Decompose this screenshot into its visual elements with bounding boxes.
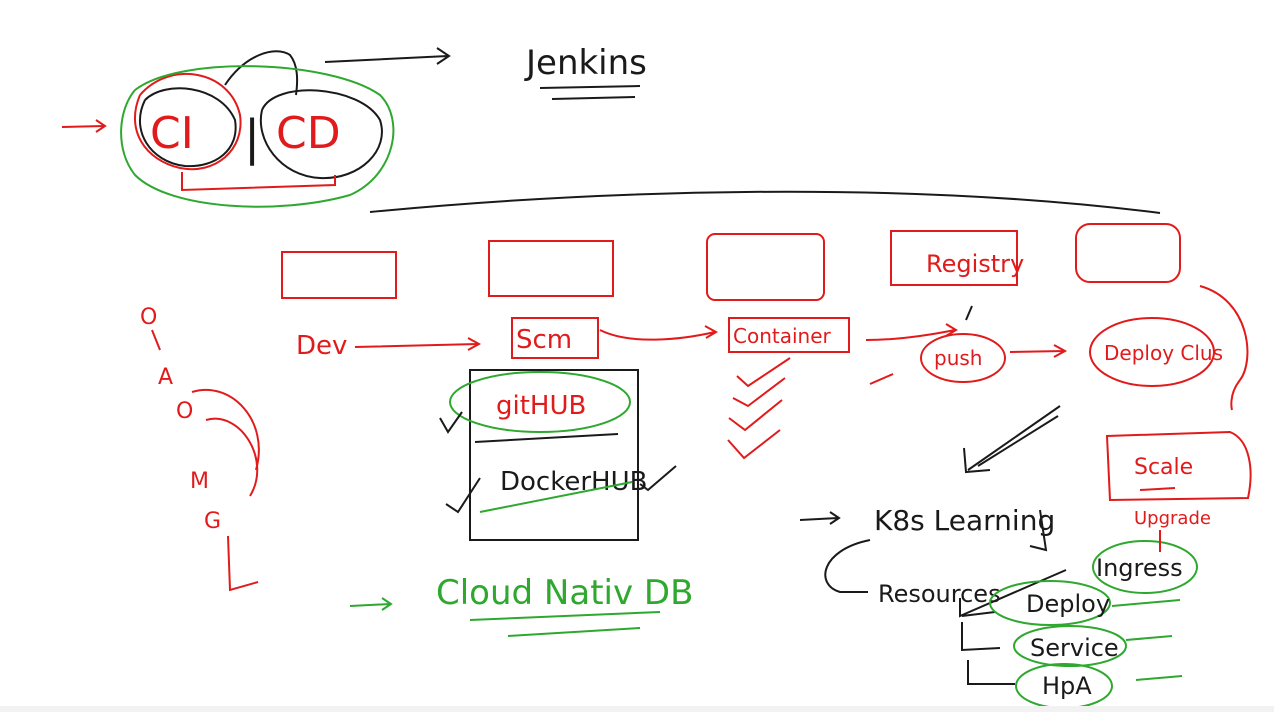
k8s-to-resources-curve	[824, 539, 871, 593]
k8s-right-tail	[1029, 509, 1048, 552]
jenkins-label: Jenkins	[524, 43, 647, 83]
scale-box	[1105, 430, 1252, 502]
upgrade-label: Upgrade	[1134, 508, 1211, 529]
k8s-item-hpa: HpA	[1042, 672, 1092, 700]
jenkins-underline-1	[539, 85, 641, 89]
registry-label: Registry	[926, 250, 1024, 278]
stage-box-1	[281, 251, 397, 299]
arrow-scm-container	[599, 325, 719, 341]
pipeline-boxes	[281, 223, 1181, 301]
pipeline-span-line	[369, 190, 1161, 214]
deploy-ellipse	[989, 580, 1111, 626]
deploy-cluster-label: Deploy Clus	[1104, 341, 1223, 365]
k8s-item-deploy: Deploy	[1026, 590, 1110, 618]
side-letter-4: G	[204, 509, 221, 534]
dockerhub-check-left	[445, 477, 481, 514]
ingress-ellipse	[1092, 540, 1198, 594]
resources-tree	[959, 569, 1067, 685]
arrow-container-push	[865, 323, 958, 341]
repo-box-group: gitHUB DockerHUB	[439, 369, 677, 541]
k8s-group: K8s Learning Resources Ingress Deploy Se…	[799, 405, 1198, 709]
scale-label: Scale	[1134, 455, 1193, 480]
repo-box	[469, 369, 639, 541]
ci-circle-red	[134, 73, 242, 171]
side-stroke-1	[151, 329, 161, 351]
stage-box-3	[706, 233, 825, 301]
dockerhub-underline	[479, 481, 633, 513]
k8s-item-service: Service	[1030, 634, 1119, 662]
deploy-cluster-ellipse	[1089, 317, 1215, 387]
registry-to-push-tick	[965, 305, 973, 321]
cloud-db-underline-2	[507, 627, 641, 637]
arrow-to-cloud-db	[349, 597, 393, 611]
stage-box-2	[488, 240, 614, 297]
scm-box	[511, 317, 599, 359]
cicd-red-bracket	[181, 172, 336, 192]
k8s-green-lines	[1111, 599, 1183, 681]
cicd-divider: |	[244, 110, 260, 166]
scm-label: Scm	[516, 325, 572, 355]
scale-underline	[1139, 487, 1176, 491]
cicd-group: CI | CD Jenkins	[61, 43, 647, 208]
cd-label: CD	[276, 108, 341, 159]
side-letter-2: O	[176, 399, 193, 424]
push-label: push	[934, 346, 982, 370]
side-letter-3: M	[190, 469, 209, 494]
side-letter-0: O	[140, 305, 157, 330]
stage-box-4	[890, 230, 1018, 286]
arrow-to-k8s	[799, 511, 841, 525]
ci-circle-black	[139, 87, 237, 168]
bottom-scroll-strip	[0, 706, 1274, 712]
left-arrow-to-ci	[61, 119, 107, 133]
github-ellipse	[449, 371, 631, 433]
jenkins-underline-2	[551, 96, 636, 100]
github-check	[439, 411, 463, 434]
side-letter-1: A	[158, 365, 173, 390]
pipeline-flow: Dev Scm Container push Deploy Clus Scale…	[296, 285, 1252, 529]
container-box	[728, 317, 850, 353]
arrow-push-deploy	[1009, 344, 1068, 358]
deploy-to-scale-curve	[1199, 285, 1249, 411]
arrow-down-left-to-k8s	[963, 405, 1061, 474]
stage-box-5	[1075, 223, 1181, 283]
push-ellipse	[920, 333, 1006, 383]
arrow-down-left-shadow	[977, 415, 1059, 467]
ci-label: CI	[150, 108, 194, 159]
cloud-native-db-label: Cloud Nativ DB	[436, 573, 693, 613]
side-stroke-2	[227, 535, 259, 592]
cloud-native-db-group: Cloud Nativ DB	[349, 573, 693, 637]
red-dash-under-push	[869, 373, 894, 385]
k8s-title: K8s Learning	[874, 504, 1055, 537]
cicd-top-arc	[224, 50, 299, 96]
container-label: Container	[733, 324, 832, 348]
dockerhub-check-right	[639, 465, 677, 492]
arrow-to-jenkins	[324, 47, 451, 65]
repo-box-divider	[474, 433, 619, 443]
cicd-green-ellipse	[120, 65, 395, 208]
resources-label: Resources	[878, 580, 1001, 608]
service-ellipse	[1013, 625, 1127, 667]
github-label: gitHUB	[496, 391, 586, 421]
cd-circle-black	[259, 89, 383, 180]
container-checks	[727, 357, 791, 460]
dockerhub-label: DockerHUB	[500, 467, 647, 497]
side-curve-1	[191, 389, 260, 497]
dev-label: Dev	[296, 331, 347, 361]
k8s-item-ingress: Ingress	[1096, 554, 1183, 582]
arrow-dev-scm	[354, 337, 482, 351]
cloud-db-underline-1	[469, 611, 661, 621]
side-letters-group: O A O M G	[140, 305, 260, 592]
